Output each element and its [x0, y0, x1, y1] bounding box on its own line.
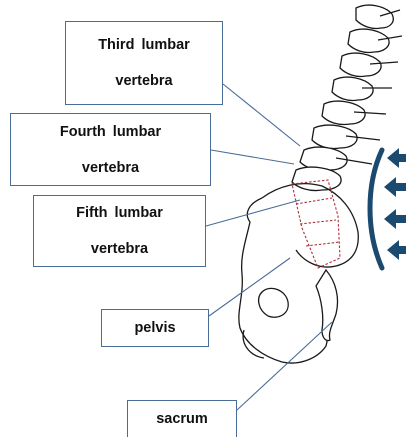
label-fourth-line1: Fourth lumbar [60, 114, 161, 150]
label-fifth-lumbar-vertebra: Fifth lumbar vertebra [33, 195, 206, 267]
pressure-arrows [384, 148, 406, 260]
arrow-left-icon [387, 240, 406, 260]
vertebra-top-1 [356, 5, 400, 28]
sacrum-shape [316, 270, 338, 341]
label-fourth-line2: vertebra [60, 150, 161, 186]
label-pelvis-text: pelvis [134, 310, 175, 346]
label-fifth-line1: Fifth lumbar [76, 195, 163, 231]
sacrum-bone [316, 270, 338, 341]
ischium [243, 330, 264, 358]
label-third-line1: Third lumbar [98, 27, 190, 63]
vertebra-top-6 [312, 125, 380, 148]
label-sacrum-text: sacrum [156, 401, 208, 437]
spine-column [292, 5, 402, 190]
leader-fourth-lumbar [211, 150, 294, 164]
fifth-lumbar-divider-2 [300, 220, 336, 224]
vertebra-top-2 [348, 29, 402, 52]
label-fifth-line2: vertebra [76, 231, 163, 267]
pelvis-outline [239, 184, 358, 363]
leader-third-lumbar [223, 84, 300, 146]
pressure-curve [370, 150, 382, 268]
leader-sacrum [237, 322, 332, 410]
vertebra-top-3 [340, 53, 398, 76]
fifth-lumbar-divider-1 [296, 198, 332, 204]
arrow-left-icon [384, 177, 406, 197]
arrow-left-icon [384, 209, 406, 229]
label-third-line2: vertebra [98, 63, 190, 99]
obturator-foramen [259, 288, 289, 317]
iliac-crest [262, 184, 358, 267]
leader-pelvis [209, 258, 290, 316]
vertebra-top-5 [322, 101, 386, 124]
label-pelvis: pelvis [101, 309, 209, 347]
label-sacrum: sacrum [127, 400, 237, 437]
label-fourth-lumbar-vertebra: Fourth lumbar vertebra [10, 113, 211, 186]
fifth-lumbar-divider-3 [306, 242, 340, 246]
vertebra-top-4 [332, 77, 392, 100]
arrow-left-icon [387, 148, 406, 168]
fourth-lumbar-vertebra [292, 167, 341, 190]
label-third-lumbar-vertebra: Third lumbar vertebra [65, 21, 223, 105]
